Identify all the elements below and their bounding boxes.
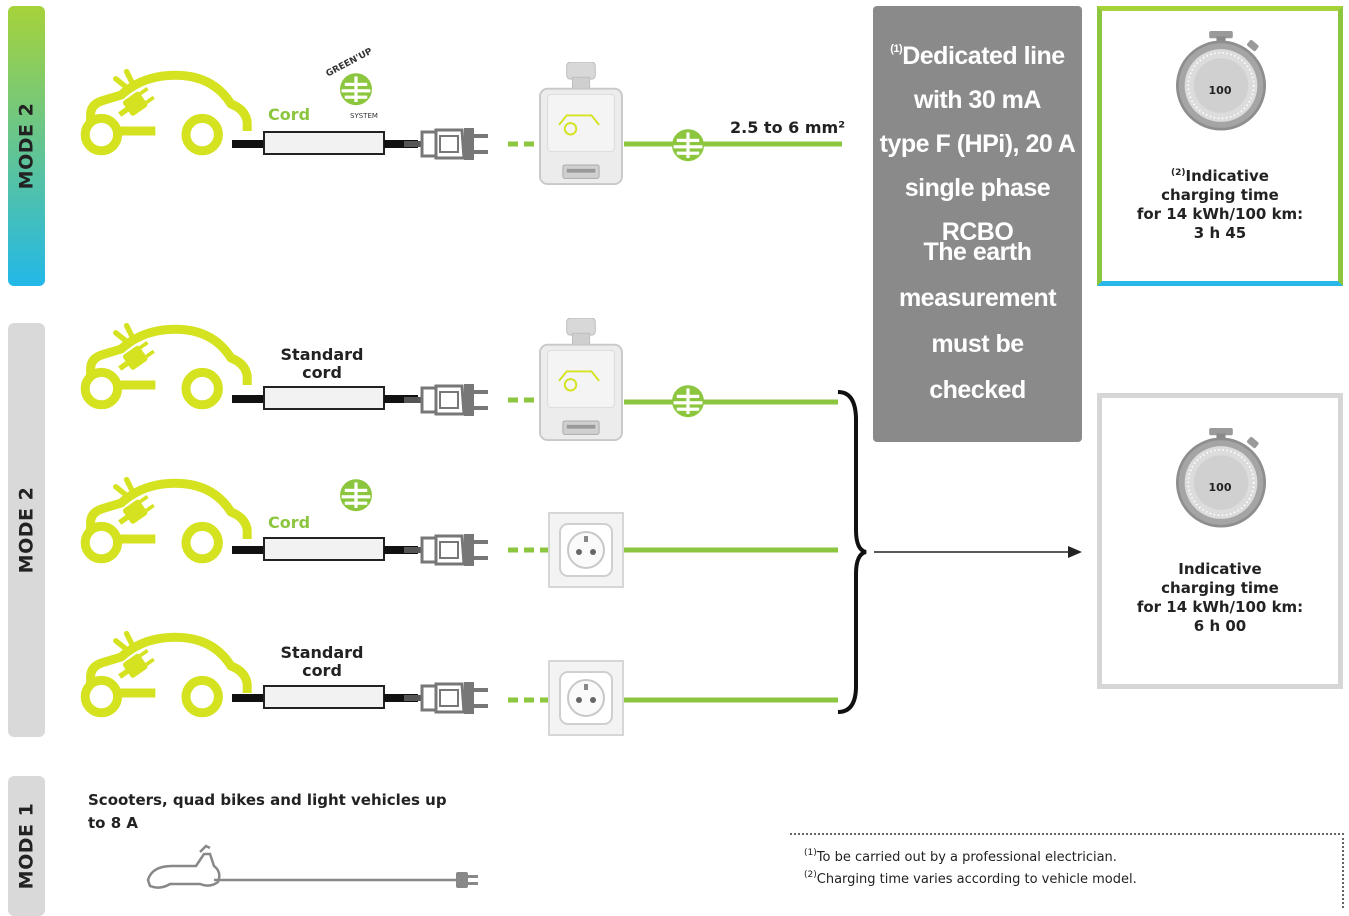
row3-cord-label: Cord (268, 513, 311, 532)
timer-top-line1: Indicative (1185, 167, 1269, 185)
mode1-description: Scooters, quad bikes and light vehicles … (88, 789, 447, 835)
timer-bottom-line3: for 14 kWh/100 km: (1136, 598, 1304, 616)
stopwatch-top-icon (1171, 31, 1271, 131)
row4-cord-box (263, 685, 385, 709)
row1-greenup-logo-icon (672, 129, 704, 162)
row3-plug-icon (404, 532, 490, 568)
cable-section-label: 2.5 to 6 mm² (730, 118, 846, 137)
mode2-top-band: MODE 2 (8, 6, 45, 286)
row2-cable-left (232, 395, 266, 403)
row2-cord-label-line2: cord (302, 363, 342, 382)
gray-box-line7: must be (931, 330, 1024, 358)
charging-time-bottom-box: 100 Indicative charging time for 14 kWh/… (1097, 393, 1343, 689)
mode1-plug-icon (456, 872, 468, 888)
row3-cable-right (384, 546, 418, 554)
row3-cord-box (263, 537, 385, 561)
footnote2: Charging time varies according to vehicl… (816, 872, 1137, 887)
mode1-line2: to 8 A (88, 814, 138, 832)
row2-cord-label: Standard cord (262, 346, 382, 382)
row1-plug-icon (404, 126, 490, 162)
row2-greenup-logo-icon (672, 385, 704, 418)
row1-wallbox-icon (538, 62, 624, 186)
row4-socket-icon (548, 660, 624, 736)
footnote2-sup: (2) (804, 870, 817, 880)
row1-cord-label: Cord (268, 105, 311, 124)
timer-bottom-line1: Indicative (1178, 560, 1262, 578)
row4-cable-left (232, 694, 266, 702)
timer-bottom-dial: 100 (1208, 481, 1232, 494)
row1-cable-left (232, 140, 266, 148)
row4-cord-label: Standard cord (262, 644, 382, 680)
row4-cable-right (384, 694, 418, 702)
timer-bottom-line4: 6 h 00 (1193, 617, 1247, 635)
row4-car-icon (85, 634, 247, 713)
row2-cord-label-line1: Standard (280, 345, 364, 364)
row2-cord-box (263, 386, 385, 410)
row2-plug-icon (404, 382, 490, 418)
timer-top-dial: 100 (1208, 84, 1232, 97)
row1-installation (85, 62, 842, 186)
row1-cord-box (263, 131, 385, 155)
mode2-bottom-band: MODE 2 (8, 323, 45, 737)
timer-bottom-line2: charging time (1161, 579, 1279, 597)
row4-installation (85, 634, 838, 736)
gray-box-line2: with 30 mA (914, 86, 1041, 114)
mode1-scooter (146, 844, 478, 889)
footnotes: (1)To be carried out by a professional e… (790, 833, 1344, 908)
row3-installation (85, 479, 838, 588)
row3-car-icon (85, 480, 247, 559)
gray-box-line6: measurement (898, 284, 1057, 312)
footnote1: To be carried out by a professional elec… (816, 850, 1117, 865)
row1-cable-right (384, 140, 418, 148)
charging-time-top-box: 100 (2)Indicative charging time for 14 k… (1097, 6, 1343, 286)
row3-socket-icon (548, 512, 624, 588)
row3-cable-left (232, 546, 266, 554)
timer-top-line2: charging time (1161, 186, 1279, 204)
dedicated-line-box: (1)Dedicated line with 30 mA type F (HPi… (873, 6, 1082, 442)
timer-top-sup: (2) (1171, 168, 1186, 178)
gray-box-line3: type F (HPi), 20 A (879, 130, 1076, 158)
gray-box-line5: The earth (923, 238, 1032, 266)
row4-plug-icon (404, 680, 490, 716)
timer-top-line4: 3 h 45 (1193, 224, 1247, 242)
row2-cable-right (384, 395, 418, 403)
row2-car-icon (85, 326, 247, 405)
row3-greenup-logo-icon (340, 479, 372, 512)
row1-greenup-logo-cord-icon (340, 73, 372, 106)
row1-car-icon (85, 72, 247, 151)
gray-box-line4: single phase RCBO (904, 174, 1051, 246)
row4-cord-label-line2: cord (302, 661, 342, 680)
row2-wallbox-icon (538, 318, 624, 442)
row2-installation (85, 318, 838, 442)
stopwatch-bottom-icon (1171, 428, 1271, 528)
footnote1-sup: (1) (804, 848, 817, 858)
mode1-band: MODE 1 (8, 776, 45, 916)
arrow-head-icon (1068, 546, 1082, 558)
gray-box-sup: (1) (890, 43, 903, 55)
mode1-line1: Scooters, quad bikes and light vehicles … (88, 791, 447, 809)
greenup-sub-text: SYSTEM (350, 112, 378, 120)
scooter-icon (146, 844, 221, 889)
gray-box-line8: checked (929, 376, 1026, 404)
timer-top-line3: for 14 kWh/100 km: (1136, 205, 1304, 223)
gray-box-line1: Dedicated line (902, 42, 1065, 70)
group-brace (837, 390, 867, 714)
row4-cord-label-line1: Standard (280, 643, 364, 662)
